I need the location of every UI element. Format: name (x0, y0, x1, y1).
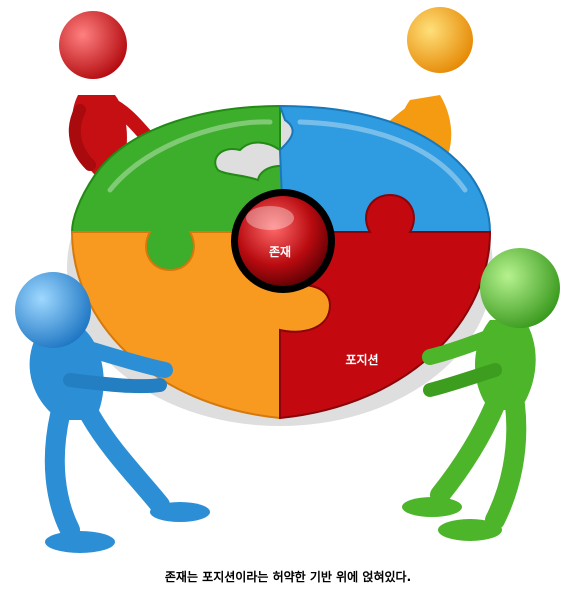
puzzle-disc-icon (67, 104, 493, 426)
center-label: 존재 (269, 245, 291, 259)
puzzle-diagram: 존재 포지션 (15, 7, 560, 553)
green-figure-icon (402, 248, 560, 541)
blue-figure-icon (15, 272, 210, 553)
caption-text: 존재는 포지션이라는 허약한 기반 위에 얹혀있다. (164, 570, 412, 584)
piece-label: 포지션 (345, 352, 378, 367)
red-figure-icon (59, 11, 157, 175)
